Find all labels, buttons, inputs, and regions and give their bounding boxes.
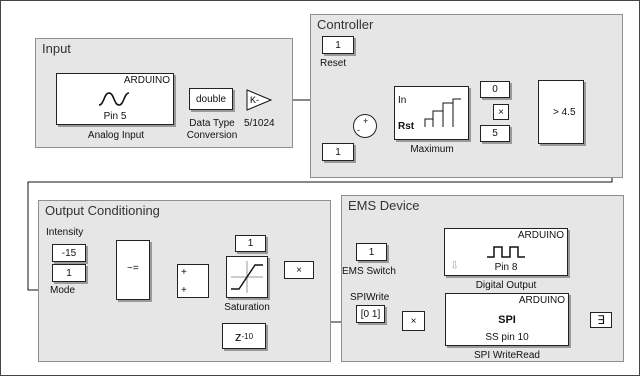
- spi-writeread-block[interactable]: ARDUINO SPI SS pin 10: [445, 293, 569, 346]
- saturation-block[interactable]: [226, 256, 268, 298]
- terminator-block[interactable]: ∃: [590, 312, 612, 328]
- threshold-switch-block[interactable]: > 4.5: [538, 80, 584, 144]
- ems-switch-constant-block[interactable]: 1: [356, 243, 387, 261]
- product2-block[interactable]: ×: [284, 261, 314, 279]
- maximum-block[interactable]: In Rst: [394, 86, 469, 140]
- product2-symbol: ×: [296, 264, 302, 276]
- product3-block[interactable]: ×: [402, 311, 425, 331]
- vendor-label: ARDUINO: [518, 295, 565, 306]
- analog-input-block[interactable]: ARDUINO Pin 5: [56, 73, 174, 125]
- intensity-constant-block[interactable]: -15: [52, 244, 86, 262]
- spi-writeread-name: SPI WriteRead: [474, 350, 540, 361]
- spiwrite-constant-block[interactable]: [0 1]: [356, 305, 385, 323]
- const-one-sat-value: 1: [247, 238, 254, 249]
- maximum-staircase-icon: [424, 98, 461, 127]
- ems-switch-value: 1: [368, 246, 375, 258]
- spiwrite-name: SPIWrite: [350, 292, 390, 303]
- rst-port-label: Rst: [398, 121, 415, 132]
- reset-value: 1: [335, 39, 341, 51]
- mode-switch-block[interactable]: ~=: [116, 240, 150, 300]
- analog-input-name: Analog Input: [87, 130, 145, 141]
- saturation-curve-icon: [231, 261, 263, 293]
- sum2-sign-bottom: +: [181, 285, 187, 296]
- pin-label: Pin 5: [103, 111, 127, 122]
- ems-switch-name: EMS Switch: [342, 266, 396, 277]
- digital-output-name: Digital Output: [475, 280, 537, 291]
- reset-name: Reset: [320, 58, 347, 69]
- const-value: 1: [335, 146, 341, 158]
- mode-name: Mode: [50, 285, 76, 296]
- terminator-symbol: ∃: [597, 313, 605, 327]
- product-block[interactable]: ×: [493, 104, 509, 120]
- vendor-label: ARDUINO: [123, 75, 170, 86]
- sum2-sign-top: +: [181, 267, 187, 278]
- constant-zero-block[interactable]: 0: [480, 81, 510, 98]
- down-arrow-icon: ⇩: [450, 260, 460, 272]
- subsystem-title: Controller: [317, 17, 374, 32]
- reset-constant-block[interactable]: 1: [322, 36, 354, 54]
- delay-base: z: [234, 328, 242, 344]
- subsystem-title: Input: [42, 41, 71, 56]
- maximum-name: Maximum: [410, 144, 454, 155]
- intensity-value: -15: [61, 247, 77, 259]
- subsystem-title: EMS Device: [348, 198, 420, 213]
- vendor-label: ARDUINO: [517, 230, 564, 241]
- mode-value: 1: [66, 267, 72, 279]
- sum-sign-left: -: [357, 125, 360, 135]
- digital-output-block[interactable]: ARDUINO Pin 8 ⇩: [444, 228, 568, 276]
- gain-value: K-: [250, 95, 259, 105]
- const-five-value: 5: [492, 128, 498, 139]
- constant-five-block[interactable]: 5: [480, 125, 510, 142]
- delay-exponent: -10: [241, 331, 254, 341]
- mode-switch-symbol: ~=: [127, 263, 139, 274]
- in-port-label: In: [398, 95, 407, 106]
- spi-label: SPI: [498, 313, 516, 326]
- constant-one-block[interactable]: 1: [322, 143, 354, 161]
- sum-sign-top: +: [363, 116, 369, 126]
- analog-wave-icon: [98, 92, 130, 106]
- intensity-name: Intensity: [46, 227, 84, 238]
- data-type-conversion-block[interactable]: double: [189, 88, 233, 110]
- sum2-block[interactable]: + +: [177, 264, 209, 298]
- const-zero-value: 0: [492, 84, 498, 95]
- subsystem-title: Output Conditioning: [45, 203, 160, 218]
- delay-block[interactable]: z-10: [222, 323, 266, 349]
- dtc-name-line1: Data Type: [189, 118, 235, 129]
- switch-threshold-label: > 4.5: [553, 107, 576, 118]
- spiwrite-value: [0 1]: [360, 308, 381, 320]
- pin-label: SS pin 10: [485, 332, 529, 343]
- product3-symbol: ×: [410, 315, 417, 327]
- product-symbol: ×: [498, 106, 504, 118]
- saturation-name: Saturation: [224, 302, 270, 313]
- pin-label: Pin 8: [494, 262, 518, 273]
- constant-one-sat-block[interactable]: 1: [235, 235, 266, 252]
- pulse-wave-icon: [487, 246, 525, 258]
- gain-name: 5/1024: [244, 118, 275, 129]
- dtc-value: double: [195, 93, 227, 105]
- gain-block[interactable]: K-: [246, 89, 272, 111]
- mode-constant-block[interactable]: 1: [52, 264, 86, 282]
- dtc-name-line2: Conversion: [186, 130, 238, 141]
- sum-block[interactable]: + -: [353, 114, 377, 138]
